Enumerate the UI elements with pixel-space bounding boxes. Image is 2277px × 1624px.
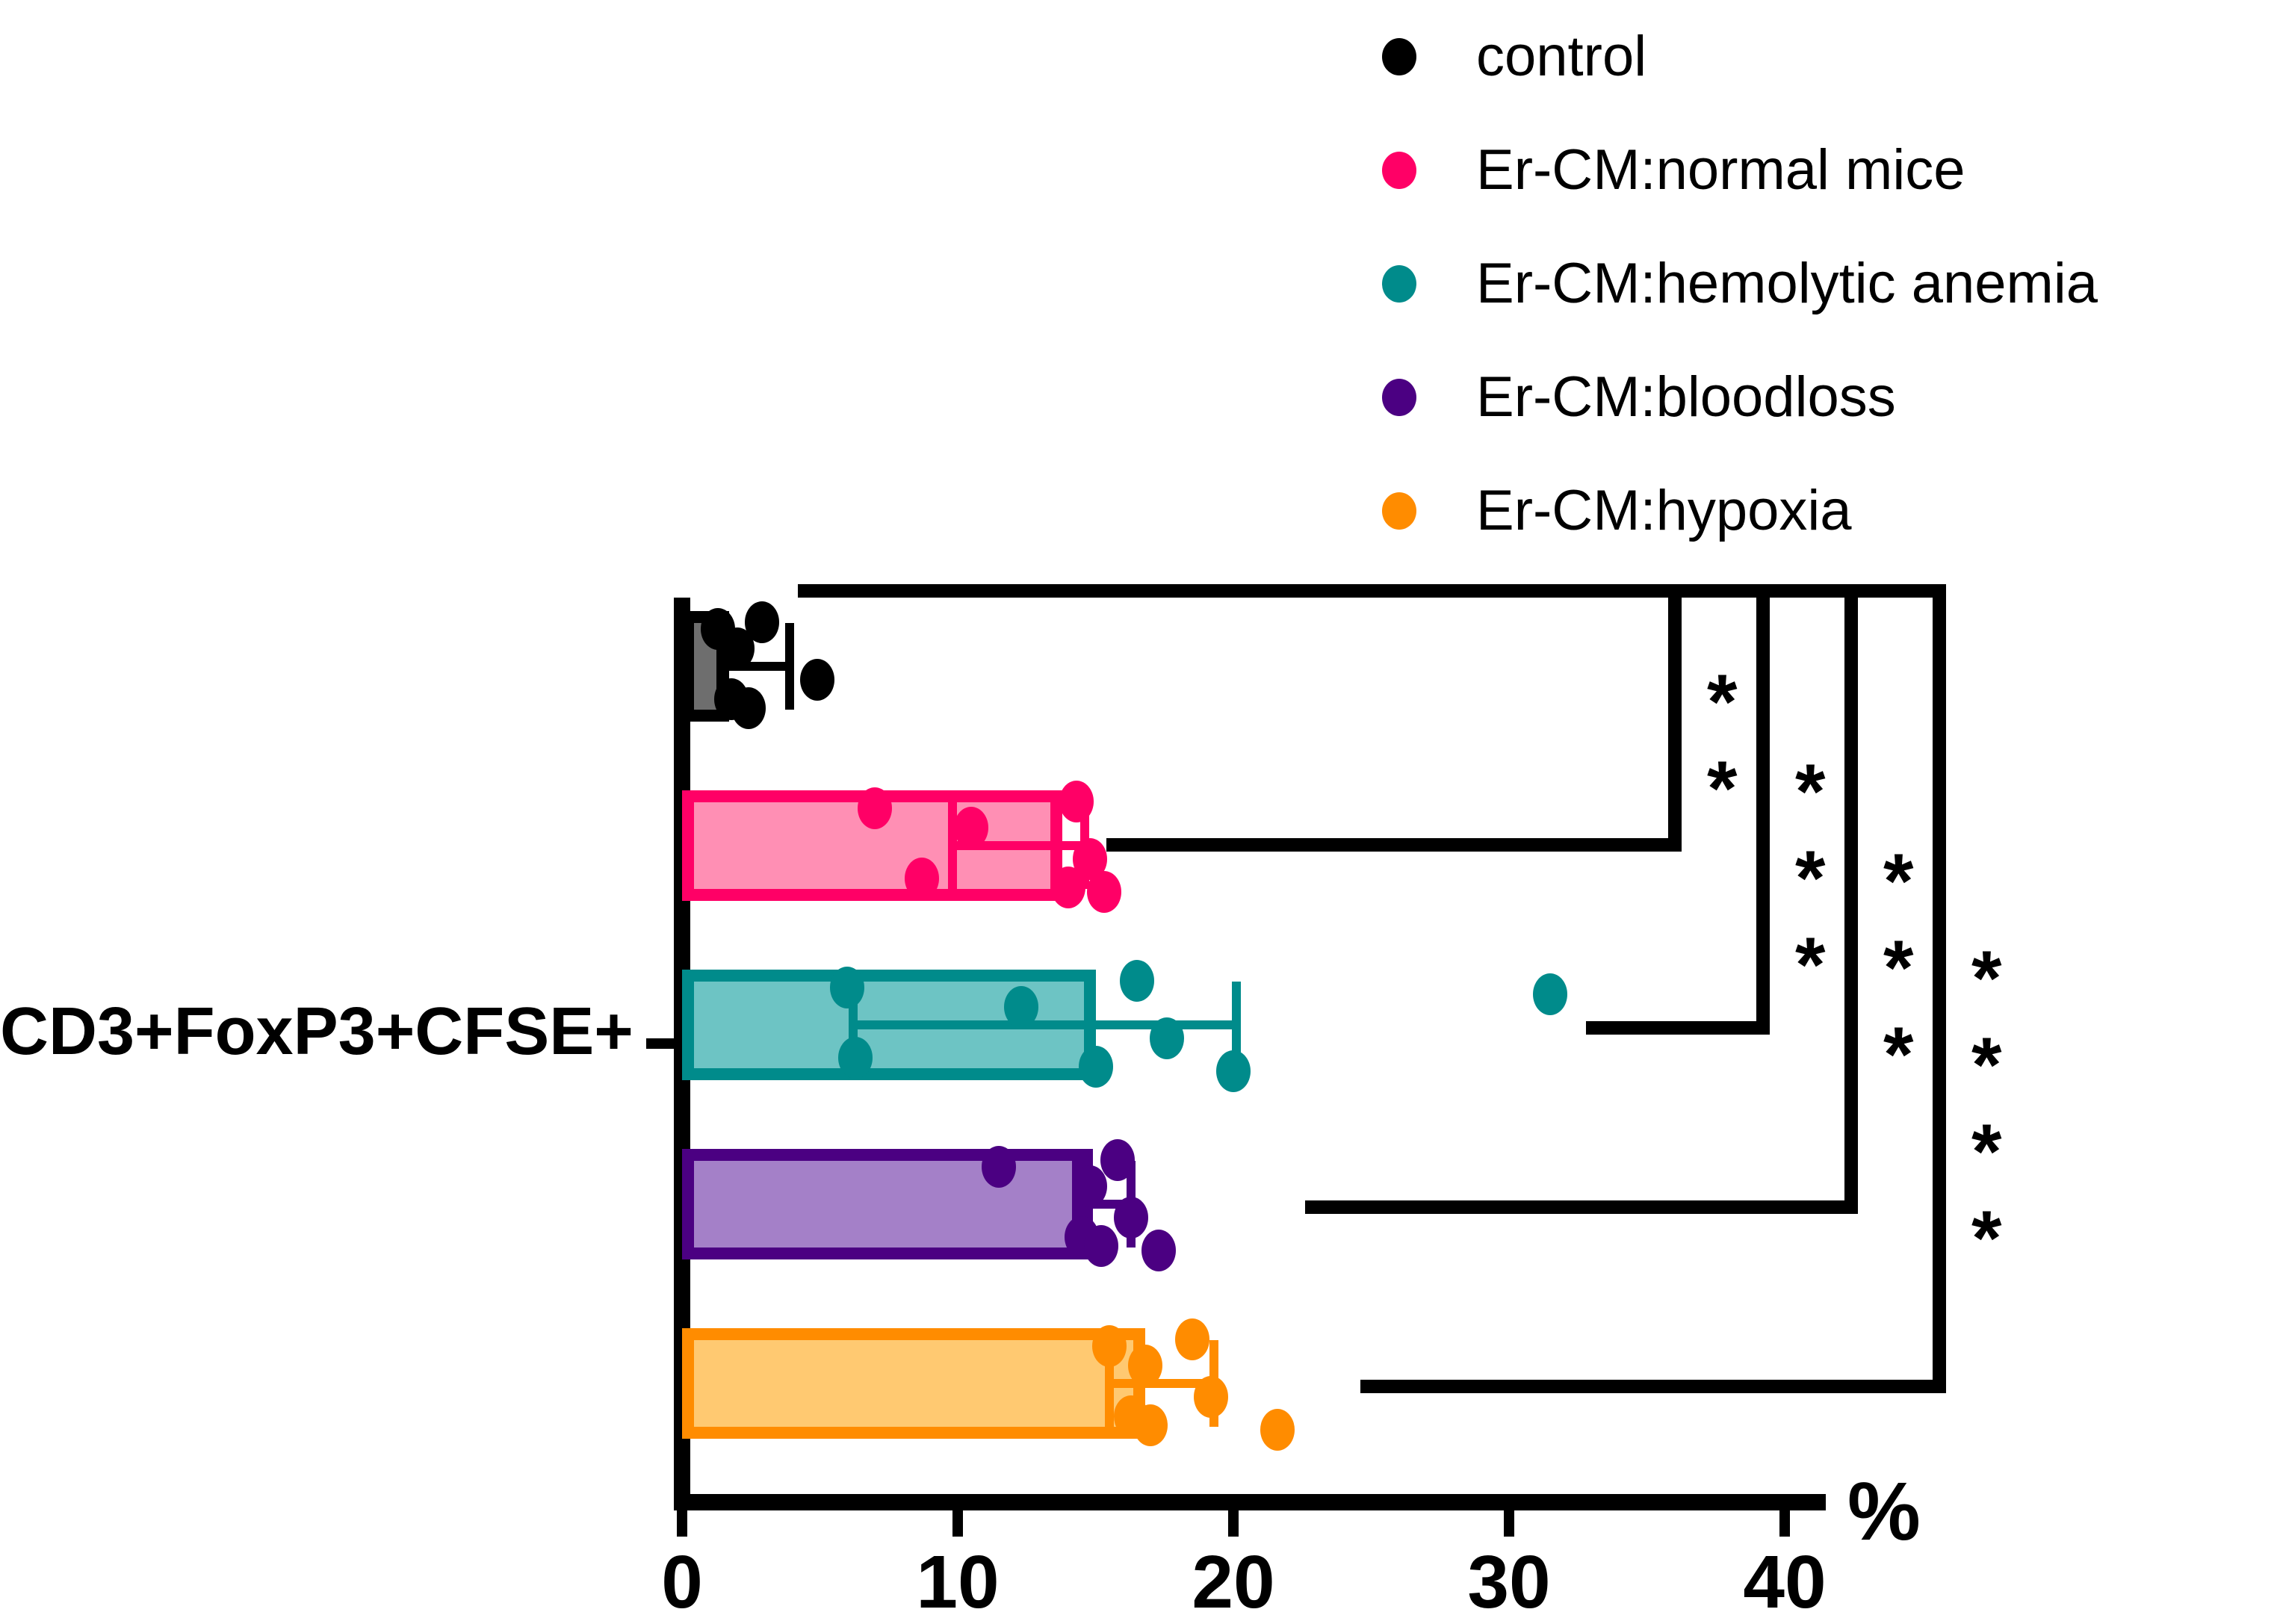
data-point [799,658,834,701]
data-point [1078,1046,1113,1088]
bracket-bottom-line [1360,1380,1946,1393]
x-axis-tick-label: 40 [1743,1540,1827,1624]
data-point [858,787,893,829]
data-point [1141,1230,1177,1272]
data-point [1260,1409,1295,1451]
bar-3 [682,1149,1093,1259]
bracket-vertical-line [1668,584,1682,838]
x-axis-tick-40 [1779,1498,1790,1537]
data-point [838,1037,873,1079]
bar-row-2 [682,959,1785,1093]
error-bar-cap-upper [1231,982,1241,1068]
x-axis-unit-label: % [1847,1466,1921,1558]
legend-item-1: Er-CM:normal mice [1382,114,2277,227]
x-axis-tick-30 [1504,1498,1514,1537]
bar-row-0 [682,601,1785,730]
data-point [1150,1017,1185,1059]
legend-marker-icon [1382,265,1416,303]
data-point [1086,871,1121,914]
legend-label: Er-CM:normal mice [1476,138,1965,202]
bar-row-1 [682,780,1785,914]
data-point [745,601,779,643]
data-point [1091,1324,1127,1367]
bar-row-4 [682,1318,1785,1451]
significance-stars: **** [1943,935,2030,1282]
legend-item-3: Er-CM:bloodloss [1382,341,2277,454]
legend-marker-icon [1382,492,1416,530]
bracket-vertical-line [1933,584,1946,1380]
data-point [1003,986,1038,1029]
bracket-bottom-line [1304,1200,1858,1214]
x-axis-tick-label: 20 [1192,1540,1275,1624]
data-point [731,687,766,730]
error-bar-line [852,1020,1236,1029]
bracket-top-line [797,584,1933,598]
bracket-bottom-line [1106,838,1682,852]
data-point [1133,1404,1168,1447]
legend-marker-icon [1382,152,1416,189]
legend-label: Er-CM:hemolytic anemia [1476,252,2098,315]
error-bar-line [952,841,1085,850]
error-bar-cap-upper [784,623,794,710]
data-point [1114,1196,1149,1239]
x-axis-tick-20 [1228,1498,1239,1537]
error-bar-cap-lower [947,802,957,889]
data-point [1100,1138,1136,1181]
x-axis-line [674,1494,1826,1510]
x-axis-tick-0 [677,1498,687,1537]
legend-item-0: control [1382,0,2277,114]
x-axis-tick-label: 0 [661,1540,703,1624]
legend-item-2: Er-CM:hemolytic anemia [1382,227,2277,341]
data-point [1216,1050,1251,1093]
significance-stars: ** [1679,659,1766,832]
legend-item-4: Er-CM:hypoxia [1382,454,2277,568]
x-axis-tick-label: 10 [916,1540,1000,1624]
legend-label: control [1476,25,1647,88]
legend-label: Er-CM:hypoxia [1476,479,1852,542]
data-point [1073,1165,1108,1208]
legend-label: Er-CM:bloodloss [1476,365,1896,429]
data-point [982,1145,1017,1188]
bracket-vertical-line [1844,584,1858,1200]
significance-stars: *** [1767,749,1854,1008]
data-point [1533,973,1568,1015]
data-point [905,858,940,900]
significance-stars: *** [1855,838,1942,1098]
legend-marker-icon [1382,379,1416,416]
data-point [830,966,865,1008]
data-point [1059,780,1094,822]
data-point [954,807,989,849]
x-axis-tick-10 [952,1498,963,1537]
x-axis-tick-label: 30 [1467,1540,1551,1624]
data-point [1083,1225,1118,1268]
data-point [1174,1318,1209,1360]
data-point [1127,1345,1162,1387]
bar-4 [682,1328,1145,1439]
bracket-bottom-line [1586,1021,1770,1035]
legend-marker-icon [1382,38,1416,75]
data-point [1119,959,1154,1002]
data-point [1194,1375,1229,1418]
bracket-vertical-line [1756,584,1770,1021]
bar-row-3 [682,1138,1785,1272]
y-axis-label: CD3+FoxP3+CFSE+ [0,994,633,1069]
